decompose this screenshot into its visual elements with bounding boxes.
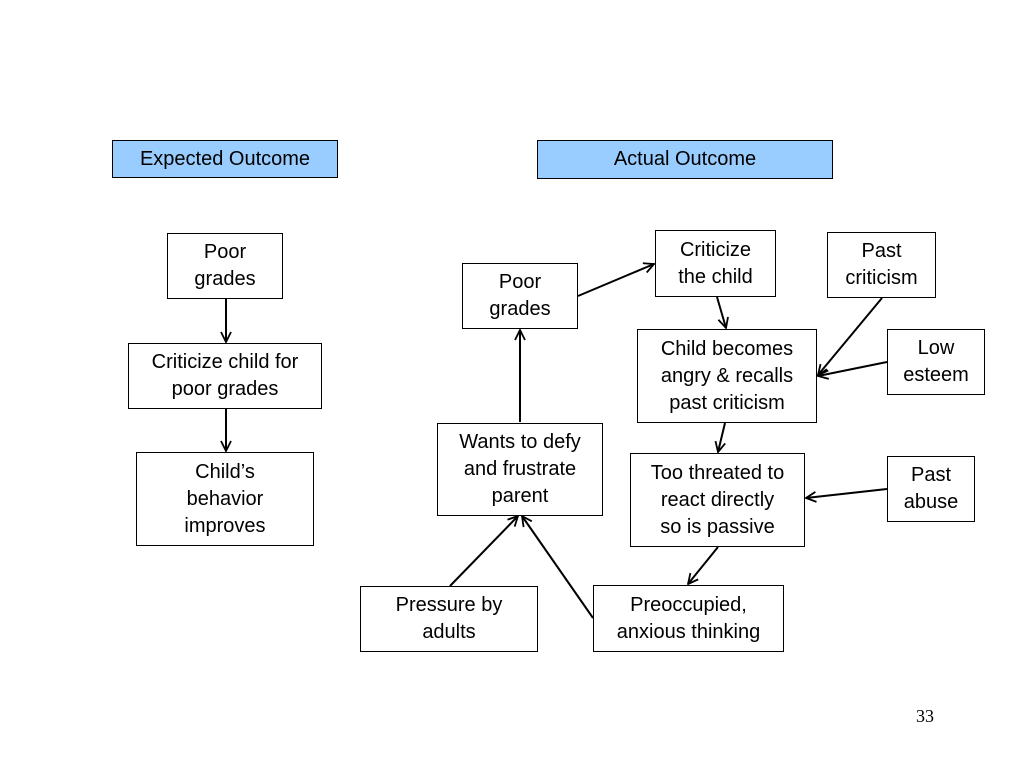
arrow-low-esteem-to-angry (818, 361, 888, 376)
actual-poor-grades-box: Poor grades (462, 263, 578, 329)
criticize-child-box: Criticize the child (655, 230, 776, 297)
expected-criticize-box: Criticize child for poor grades (128, 343, 322, 409)
expected-outcome-header: Expected Outcome (112, 140, 338, 178)
actual-outcome-header: Actual Outcome (537, 140, 833, 179)
past-criticism-box: Past criticism (827, 232, 936, 298)
arrow-grades-to-criticize (577, 264, 654, 297)
expected-improves-box: Child’s behavior improves (136, 452, 314, 546)
arrow-preoccupied-to-wants-defy (522, 516, 594, 619)
preoccupied-box: Preoccupied, anxious thinking (593, 585, 784, 652)
past-abuse-box: Past abuse (887, 456, 975, 522)
arrow-past-criticism-to-angry (818, 297, 883, 375)
wants-defy-box: Wants to defy and frustrate parent (437, 423, 603, 516)
arrow-pressure-to-wants-defy (449, 516, 518, 587)
low-esteem-box: Low esteem (887, 329, 985, 395)
arrow-past-abuse-to-threatened (806, 488, 888, 498)
arrow-threatened-to-preoccupied (688, 546, 719, 584)
expected-poor-grades-box: Poor grades (167, 233, 283, 299)
pressure-by-adults-box: Pressure by adults (360, 586, 538, 652)
arrow-angry-to-threatened (718, 422, 726, 452)
page-number: 33 (916, 706, 934, 726)
arrow-criticize-to-angry (716, 296, 726, 328)
angry-recalls-box: Child becomes angry & recalls past criti… (637, 329, 817, 423)
too-threatened-box: Too threated to react directly so is pas… (630, 453, 805, 547)
